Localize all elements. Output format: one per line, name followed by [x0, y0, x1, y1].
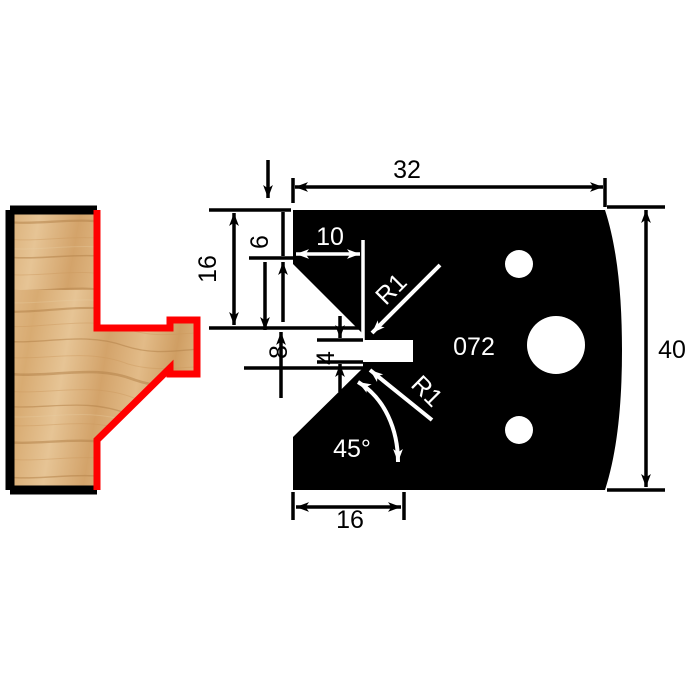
- wood-fill: [10, 210, 197, 490]
- dimension-base-16: 16: [291, 492, 406, 534]
- angle-arc-45: [356, 380, 403, 463]
- leader-line-R1-upper: [370, 263, 442, 335]
- dim-label-40: 40: [658, 336, 686, 364]
- dim-label-8: 8: [265, 345, 293, 359]
- dim-label-45: 45°: [333, 435, 371, 463]
- angle-callout-45: 45°: [333, 380, 403, 463]
- dim-label-4: 4: [312, 351, 340, 365]
- dimension-bevel-10: 10: [296, 223, 365, 340]
- dimension-height-40: 40: [607, 205, 686, 492]
- dim-label-6: 6: [246, 235, 274, 249]
- dimension-width-32: 32: [291, 156, 607, 207]
- dim-label-16-upper: 16: [194, 255, 222, 283]
- dimension-slot-4: 4: [312, 316, 363, 392]
- part-number-label: 072: [453, 333, 495, 361]
- dim-label-32: 32: [393, 156, 421, 184]
- dimension-flat-6: 6: [246, 212, 293, 330]
- wood-machined-profile-outline: [93, 210, 201, 490]
- center-large-hole: [527, 316, 585, 374]
- wood-profile-group: [5, 205, 201, 495]
- dim-label-10: 10: [316, 223, 344, 251]
- dim-label-16-base: 16: [336, 506, 364, 534]
- upper-small-hole: [505, 250, 533, 278]
- lower-small-hole: [505, 416, 533, 444]
